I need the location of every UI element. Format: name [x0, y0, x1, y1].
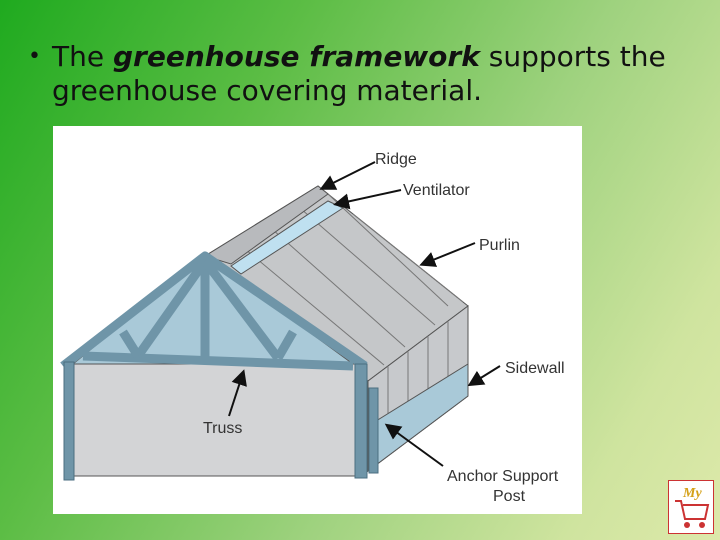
cart-logo-icon: My — [668, 480, 714, 534]
label-ridge: Ridge — [375, 151, 417, 168]
greenhouse-illustration: Ridge Ventilator Purlin Sidewall Truss A… — [60, 151, 565, 505]
label-anchor-line1: Anchor Support — [447, 468, 559, 485]
bullet-emphasis: greenhouse framework — [112, 40, 480, 73]
label-truss: Truss — [203, 420, 242, 437]
label-anchor-line2: Post — [493, 488, 526, 505]
roof-left-slope — [203, 185, 329, 265]
bullet-prefix: The — [52, 40, 113, 73]
sidewall-base — [367, 363, 469, 472]
left-post — [63, 361, 75, 481]
bullet-point: • The greenhouse framework supports the … — [28, 40, 698, 108]
label-purlin: Purlin — [479, 237, 520, 254]
greenhouse-diagram: Ridge Ventilator Purlin Sidewall Truss A… — [53, 126, 582, 514]
anchor-support-post — [368, 387, 379, 474]
truss — [60, 251, 368, 371]
callout-arrows — [228, 161, 501, 467]
label-ventilator: Ventilator — [403, 182, 470, 199]
svg-text:My: My — [682, 486, 702, 501]
bullet-dot: • — [28, 44, 41, 69]
label-sidewall: Sidewall — [505, 360, 565, 377]
bullet-text: The greenhouse framework supports the gr… — [52, 40, 698, 108]
right-post — [354, 363, 368, 479]
bullet-suffix: supports the greenhouse covering materia… — [52, 40, 666, 107]
